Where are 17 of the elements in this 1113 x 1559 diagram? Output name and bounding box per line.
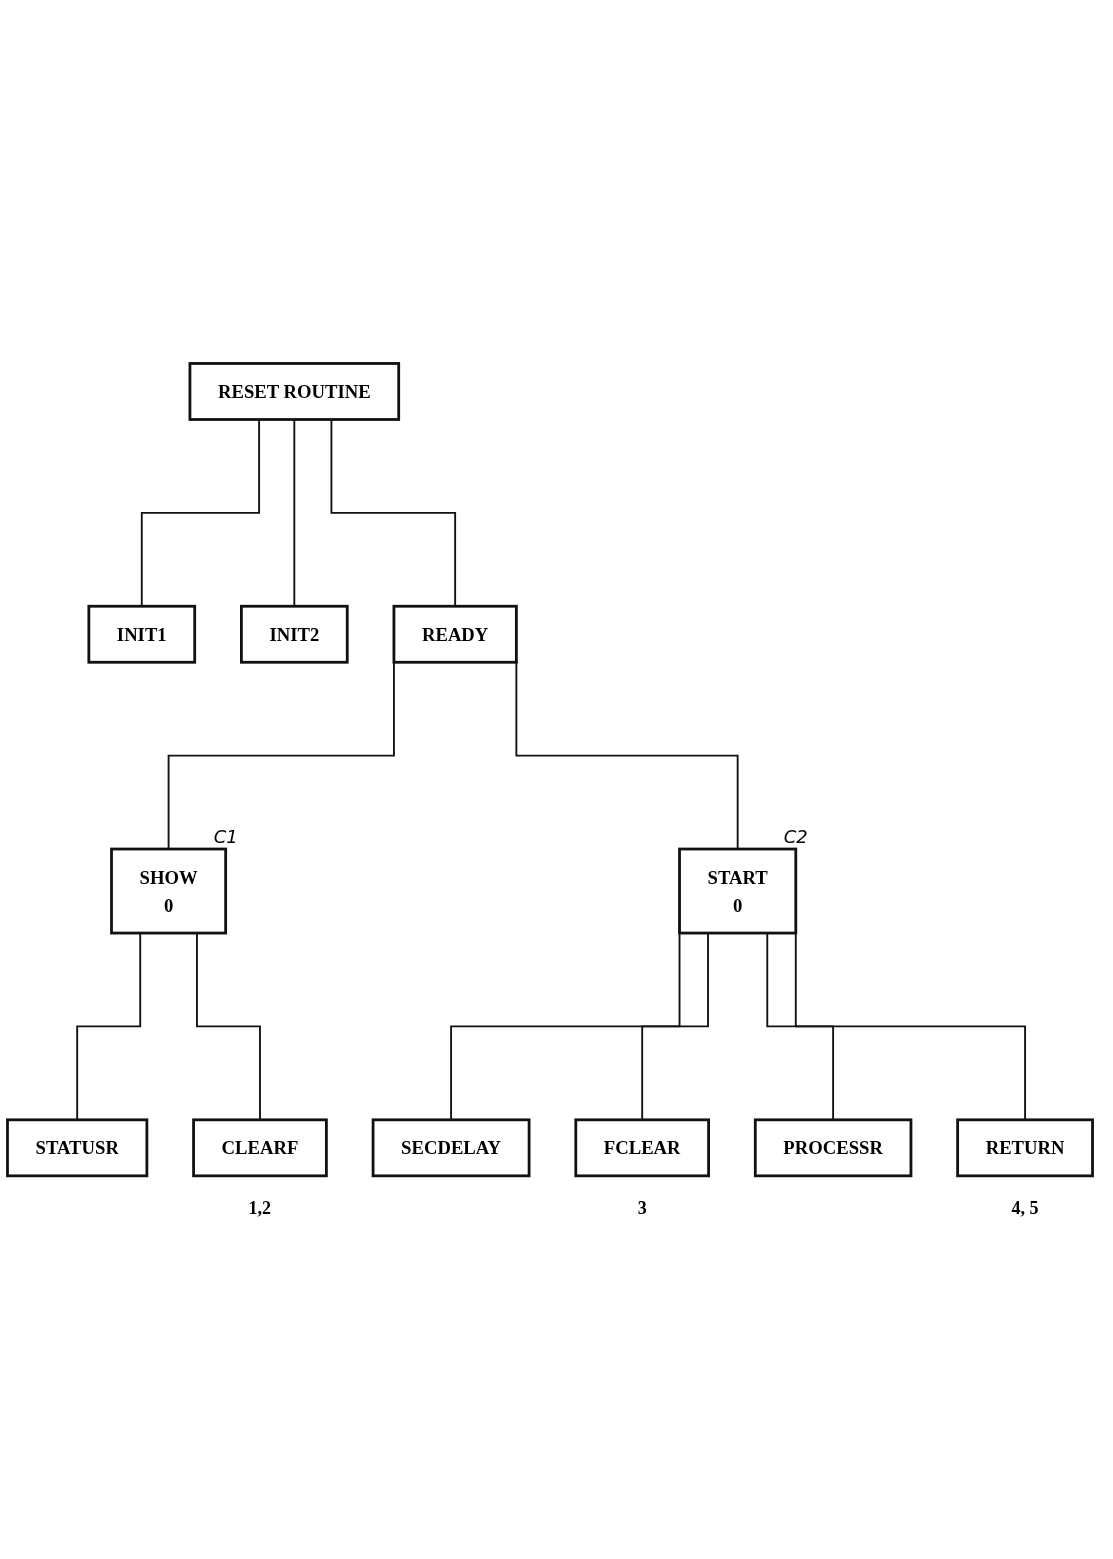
note-number: 3 <box>637 1198 647 1220</box>
node-box: STATUSR <box>6 1118 149 1178</box>
node-box: SECDELAY <box>371 1118 531 1178</box>
note-number: 4, 5 <box>1011 1198 1039 1220</box>
node-box: RETURN <box>956 1118 1094 1178</box>
handwritten-note: C2 <box>783 826 808 848</box>
node-box: FCLEAR <box>574 1118 710 1178</box>
node-box: INIT2 <box>240 605 349 664</box>
node-box: INIT1 <box>87 605 197 664</box>
handwritten-note: C1 <box>213 826 238 848</box>
note-number: 1,2 <box>248 1198 271 1220</box>
node-box: START 0 <box>678 847 798 935</box>
node-box: SHOW 0 <box>110 847 228 935</box>
node-box: PROCESSR <box>753 1118 913 1178</box>
node-box: RESET ROUTINE <box>188 362 401 422</box>
node-box: CLEARF <box>192 1118 328 1178</box>
node-box: READY <box>392 605 518 664</box>
